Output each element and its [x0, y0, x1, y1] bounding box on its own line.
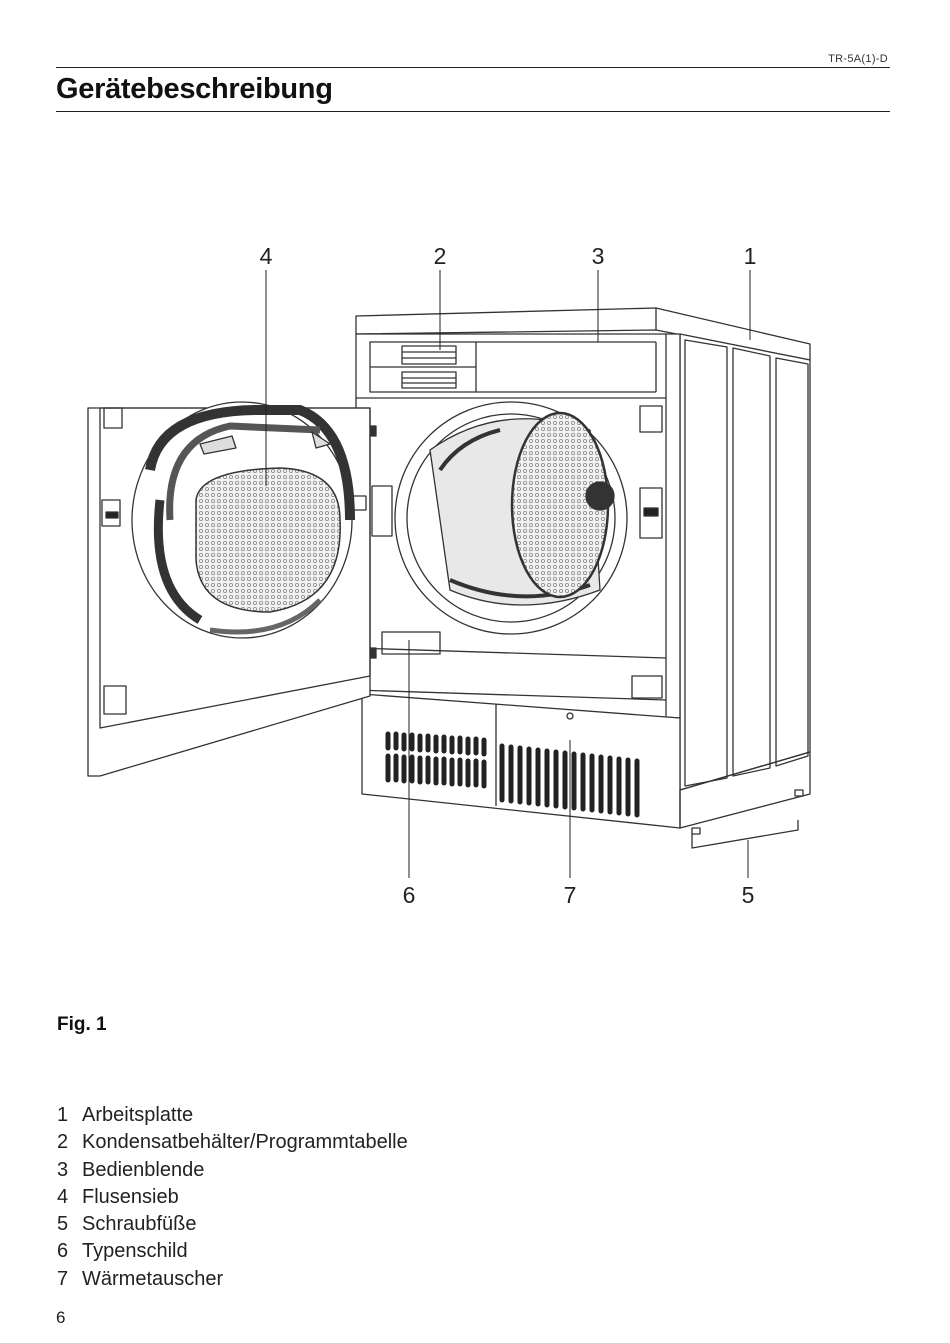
side-panel — [679, 333, 811, 791]
callout-1: 1 — [744, 243, 757, 269]
page-title: Gerätebeschreibung — [56, 73, 333, 105]
header-rule-top — [56, 67, 890, 68]
callout-4: 4 — [260, 243, 273, 269]
leader-lines — [265, 270, 751, 878]
callout-3: 3 — [592, 243, 605, 269]
document-code: TR-5A(1)-D — [828, 53, 888, 65]
figure-caption: Fig. 1 — [57, 1014, 107, 1035]
feet-bracket — [691, 820, 799, 849]
callout-5: 5 — [742, 882, 755, 908]
header-rule-bottom — [56, 111, 890, 112]
heat-exchanger-grille — [385, 731, 640, 818]
type-plate — [381, 631, 441, 655]
callout-7: 7 — [564, 882, 577, 908]
open-door — [87, 401, 371, 777]
callout-2: 2 — [434, 243, 447, 269]
dryer-illustration: 4 2 3 1 6 7 5 — [87, 243, 811, 908]
page-number: 6 — [56, 1308, 66, 1327]
callout-6: 6 — [403, 882, 416, 908]
drum-opening — [371, 401, 663, 635]
control-panel — [369, 341, 657, 393]
